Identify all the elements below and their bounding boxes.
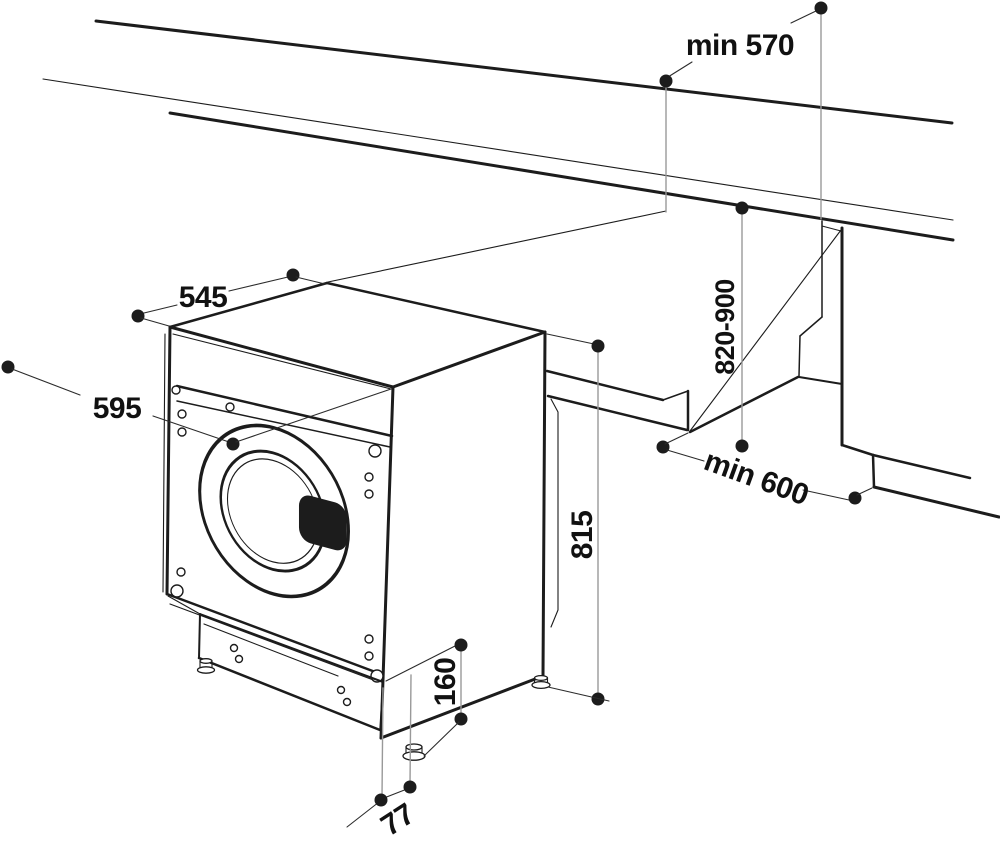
niche-diagonal-line xyxy=(689,229,842,432)
screw-hole xyxy=(342,697,352,707)
dim-dot xyxy=(735,201,749,215)
niche-base-jog xyxy=(662,390,689,401)
dim-label-820-900: 820-900 xyxy=(710,279,740,375)
dimension-niche-width: min 600 xyxy=(656,432,873,512)
worktop xyxy=(42,19,955,242)
edge-line xyxy=(169,603,377,682)
plinth-detail-line xyxy=(203,623,339,677)
door xyxy=(198,423,350,599)
panel-notch-edge xyxy=(798,335,801,377)
machine-top-face xyxy=(168,281,547,390)
machine-front-face xyxy=(162,325,394,683)
screw-hole xyxy=(225,402,235,412)
dim-dot xyxy=(226,437,240,451)
screw-hole xyxy=(364,651,374,661)
screw-holes xyxy=(170,385,384,683)
plinth-left-edge xyxy=(198,613,201,659)
edge-line xyxy=(168,281,329,329)
screw-hole xyxy=(171,385,181,395)
niche-alignment-line xyxy=(327,210,667,283)
edge-line xyxy=(391,330,547,389)
dim-dot xyxy=(131,309,145,323)
dimension-body-height: 815 xyxy=(546,333,610,706)
screw-hole xyxy=(234,654,244,664)
washing-machine xyxy=(162,281,559,761)
dim-label-815: 815 xyxy=(566,511,599,560)
adjustable-foot-front-right xyxy=(402,743,426,761)
floor-line xyxy=(872,485,1000,519)
door-outer-ring xyxy=(198,423,350,599)
panel-plinth-step xyxy=(840,443,875,457)
toe-kick-top-line xyxy=(871,453,972,480)
machine-right-face xyxy=(379,330,559,740)
edge-line xyxy=(165,325,172,596)
worktop-front-edge xyxy=(168,111,955,242)
screw-hole xyxy=(176,567,186,577)
dim-dot xyxy=(374,793,388,807)
screw-hole xyxy=(368,444,382,458)
screw-hole xyxy=(177,409,187,419)
dim-dot xyxy=(454,712,468,726)
niche-plinth-line xyxy=(688,375,800,434)
panel-plinth-front xyxy=(871,453,876,489)
edge-line xyxy=(379,385,395,740)
dim-label-595: 595 xyxy=(93,392,142,425)
niche xyxy=(327,210,842,434)
dim-label-545: 545 xyxy=(179,281,228,314)
edge-line xyxy=(165,592,380,675)
panel-notch-bottom xyxy=(798,376,843,385)
screw-hole xyxy=(364,489,374,499)
panel-notch-chamfer xyxy=(799,316,823,337)
right-cabinet-panel xyxy=(798,220,1000,519)
dimension-worktop-clearance: min 570 xyxy=(659,1,828,220)
dim-label-160: 160 xyxy=(429,658,462,707)
top-front-trim-line xyxy=(172,333,392,390)
screw-hole xyxy=(336,685,346,695)
dim-dot xyxy=(286,268,300,282)
edge-line xyxy=(325,281,547,334)
adjustable-foot-front-left xyxy=(196,658,216,674)
screw-hole xyxy=(364,472,374,482)
screw-hole xyxy=(177,427,187,437)
panel-top-chamfer xyxy=(821,225,842,232)
niche-base-bottom-edge xyxy=(546,394,689,432)
dim-label-min-570: min 570 xyxy=(686,29,794,62)
edge-line xyxy=(379,674,545,740)
screw-hole xyxy=(364,634,374,644)
dimension-plinth-height: 160 xyxy=(385,638,468,757)
edge-line xyxy=(168,325,395,389)
screw-hole xyxy=(170,584,184,598)
dim-dot xyxy=(735,439,749,453)
niche-base-top-edge xyxy=(545,369,665,402)
side-seam-line xyxy=(550,398,559,628)
machine-plinth xyxy=(167,595,384,732)
plinth-step-line xyxy=(167,595,201,615)
dim-dot xyxy=(403,780,417,794)
wall-top-edge xyxy=(94,19,954,125)
edge-line xyxy=(162,333,166,593)
decor-panel-trim-line xyxy=(176,400,391,448)
dim-dot xyxy=(591,339,605,353)
worktop-back-edge xyxy=(42,78,954,221)
door-handle xyxy=(298,495,347,551)
dimension-width: 595 xyxy=(1,360,392,451)
screw-hole xyxy=(229,643,239,653)
dim-dot xyxy=(1,360,15,374)
adjustable-foot-back-right xyxy=(531,674,551,690)
edge-line xyxy=(541,330,547,678)
dim-dot xyxy=(454,638,468,652)
decor-panel-top-edge xyxy=(175,384,394,438)
dimension-niche-height: 820-900 xyxy=(710,201,749,453)
plinth-top-edge xyxy=(199,613,384,683)
plinth-bottom-edge xyxy=(197,656,382,732)
dim-dot xyxy=(659,74,673,88)
dim-label-min-600: min 600 xyxy=(700,444,813,512)
dim-dot xyxy=(814,1,828,15)
dimension-depth: 545 xyxy=(131,268,326,327)
